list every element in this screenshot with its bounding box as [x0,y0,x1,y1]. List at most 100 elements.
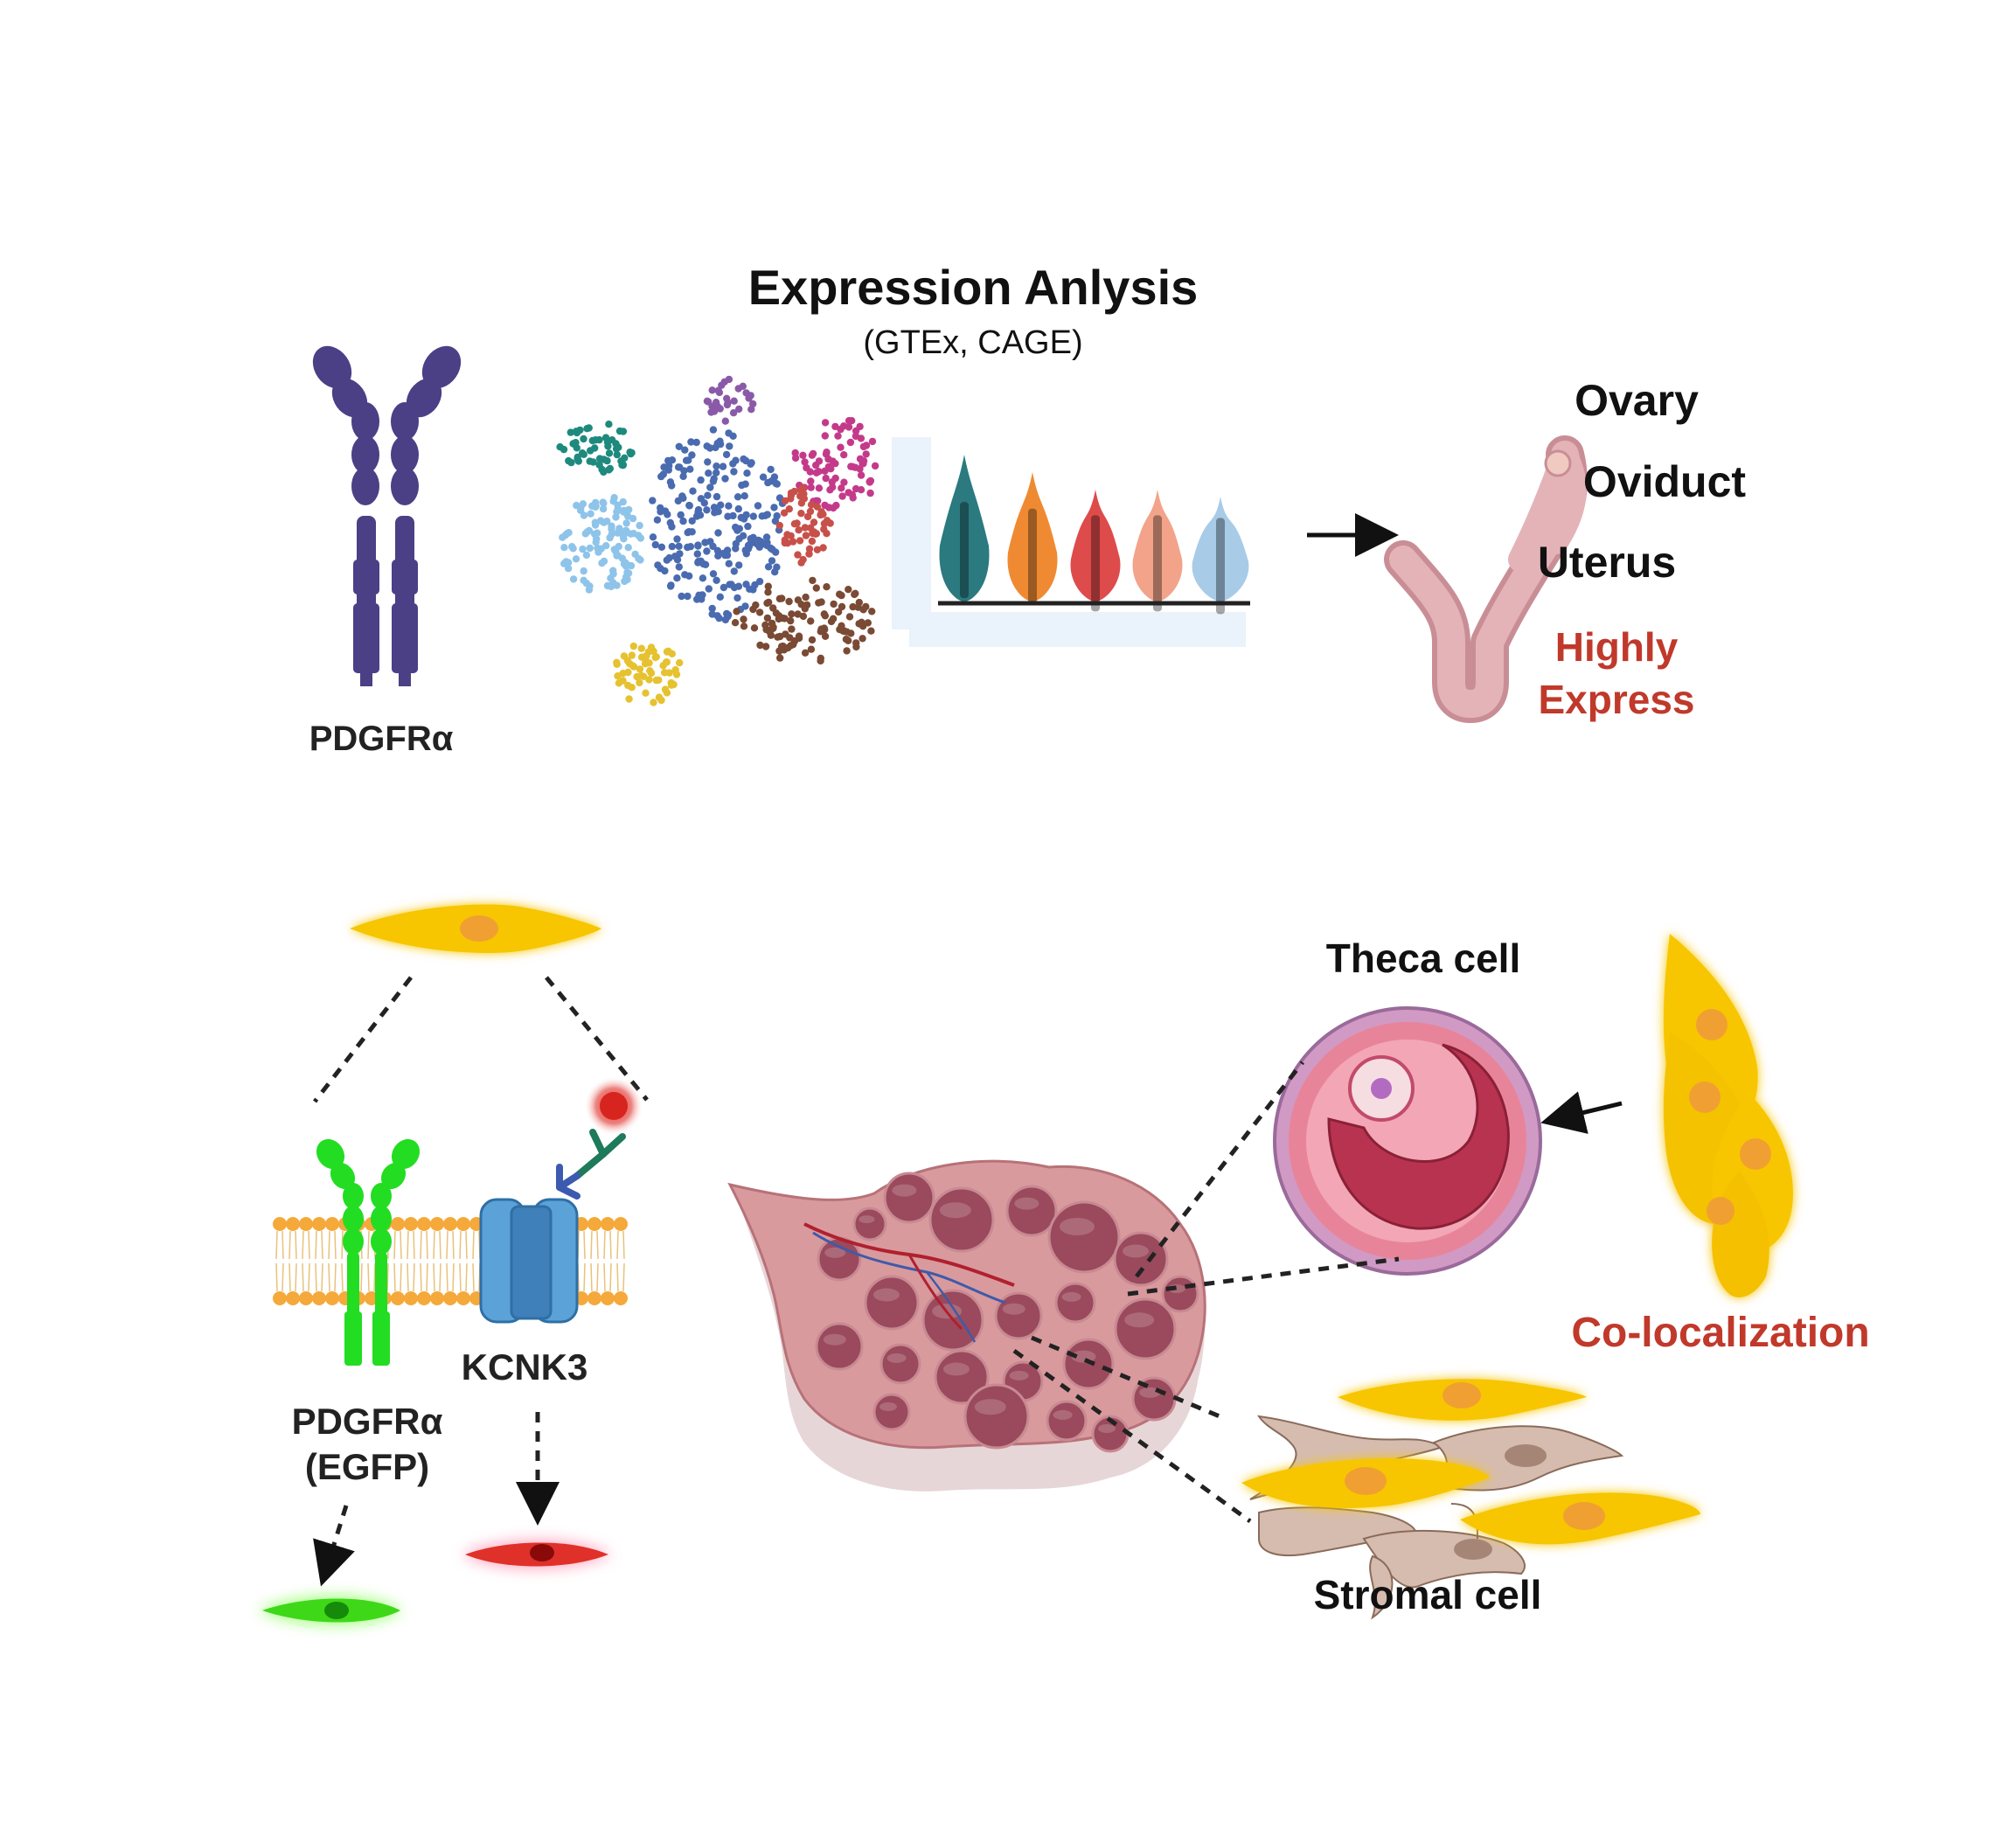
umap-dot [829,615,838,622]
umap-dot [759,473,768,481]
umap-dot [579,545,587,553]
uterus-icon [1384,435,1588,723]
umap-dot [797,510,805,518]
umap-dot [703,506,711,514]
umap-dot [647,669,656,678]
umap-dot [812,584,820,592]
umap-dot [733,493,742,501]
umap-dot [821,612,830,620]
umap-dot [856,422,864,431]
umap-dot [838,602,846,611]
lipid-head [456,1291,470,1305]
umap-dot [713,462,720,470]
umap-dot [631,550,639,559]
umap-dot [713,492,721,501]
umap-dot [613,450,621,459]
umap-dot [729,432,737,440]
umap-dot [773,511,781,520]
umap-dot [576,426,584,435]
umap-dot [641,656,650,664]
umap-dot [628,651,636,659]
umap-dot [747,459,755,467]
umap-dot [800,490,808,497]
umap-dot [812,469,821,476]
umap-dot [764,582,772,590]
umap-dot [569,575,578,583]
umap-dot [586,544,594,553]
lipid-head [404,1217,418,1231]
umap-dot [769,624,777,632]
umap-dot [840,627,848,636]
umap-dot [713,576,720,584]
umap-dot [651,653,659,662]
umap-dot [729,409,738,417]
umap-dot [666,478,675,486]
umap-dot [775,612,783,620]
umap-dot [664,647,672,655]
umap-dot [625,659,634,668]
umap-dot [775,521,783,530]
umap-dot [629,642,637,650]
umap-dot [680,467,688,475]
umap-dot [724,512,732,520]
umap-dot [624,681,632,690]
umap-dot [807,477,815,485]
umap-dot [637,671,645,679]
umap-dot [740,622,748,630]
umap-dot [619,497,627,506]
umap-dot [796,537,804,545]
lipid-head [430,1291,444,1305]
lipid-head [299,1217,313,1231]
umap-dot [795,634,803,643]
umap-dot [821,419,830,427]
umap-dot [636,556,644,564]
lipid-head [391,1291,405,1305]
zoom-line-stromal-upper [1031,1335,1220,1419]
umap-dot [790,487,798,496]
umap-dot [721,417,729,425]
umap-dot [731,619,740,627]
umap-dot [564,565,573,573]
umap-dot [621,454,629,462]
umap-dot [781,615,789,622]
umap-dot [735,405,743,414]
theca-follicle-illustration [1273,1006,1542,1276]
umap-dot [600,468,608,476]
zoom-line-theca-lower [1127,1256,1400,1297]
umap-dot [692,438,700,447]
violin-5 [1192,497,1249,615]
umap-dot [724,399,732,407]
ovary-follicle [928,1186,995,1253]
ovary-follicle [852,1207,887,1241]
umap-dot [716,593,724,601]
umap-dot [663,689,671,697]
umap-dot [699,560,707,568]
umap-dot [824,462,833,471]
umap-dot [726,442,733,450]
umap-dot [659,470,667,478]
umap-dot [668,542,676,551]
umap-dot [653,516,662,524]
lipid-head [404,1291,418,1305]
umap-dot [565,456,573,465]
umap-dot [681,571,689,579]
umap-dot [852,639,860,647]
umap-dot [708,604,716,613]
umap-dot [849,602,857,611]
lipid-head [587,1217,601,1231]
umap-dot [708,610,716,618]
umap-dot [624,544,632,552]
umap-dot [699,574,707,582]
umap-dot [751,581,759,589]
umap-dot [755,609,764,616]
umap-dot [819,544,827,552]
umap-dot [865,477,873,485]
umap-dot [672,671,681,678]
umap-dot [668,456,677,464]
ovary-follicle [934,1349,990,1405]
umap-dot [780,509,789,517]
pdgfra-egfp-label-line1: PDGFRα [292,1401,443,1442]
umap-dot [649,497,657,504]
umap-dot [651,540,659,549]
umap-dot [603,518,611,525]
